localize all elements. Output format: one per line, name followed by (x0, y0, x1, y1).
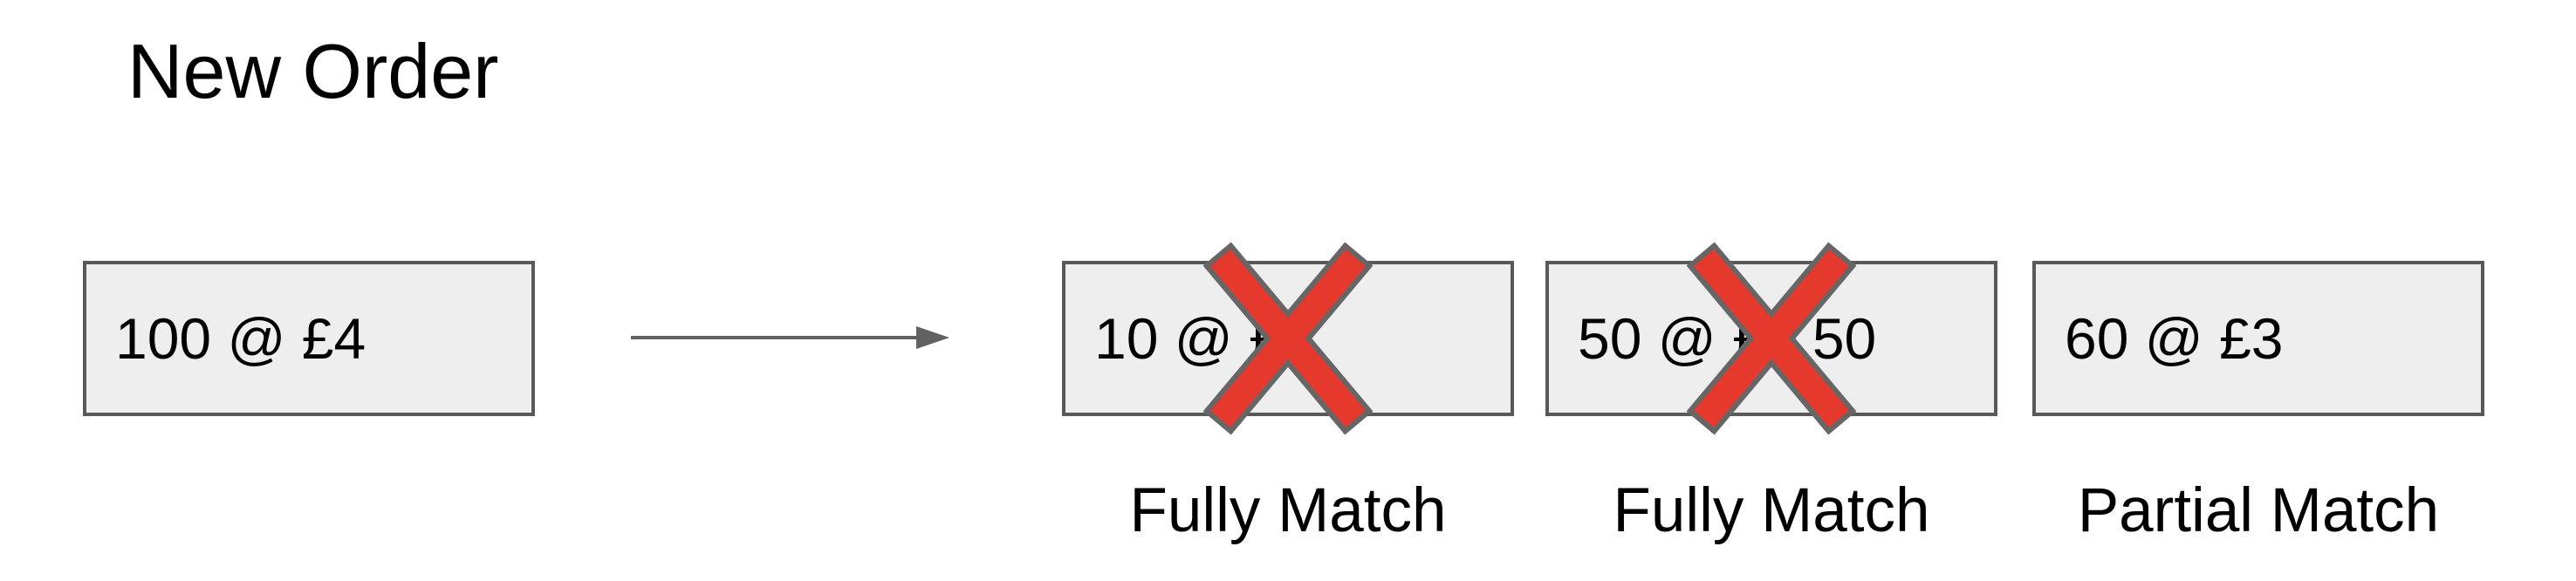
matched-order-box-2: 50 @ £3.50 (1545, 261, 1997, 416)
matched-order-box-1: 10 @ £4 (1062, 261, 1514, 416)
match-status-label-1: Fully Match (1129, 476, 1447, 545)
new-order-label: 100 @ £4 (115, 306, 367, 371)
matched-order-label-3: 60 @ £3 (2065, 306, 2284, 371)
match-status-label-2: Fully Match (1613, 476, 1930, 545)
matched-order-label-2: 50 @ £3.50 (1578, 306, 1877, 371)
diagram-title: New Order (127, 28, 499, 114)
matched-order-box-3: 60 @ £3 (2032, 261, 2484, 416)
match-status-label-3: Partial Match (2077, 476, 2440, 545)
arrow-right-icon (631, 326, 949, 349)
new-order-box: 100 @ £4 (83, 261, 535, 416)
matched-order-label-1: 10 @ £4 (1094, 306, 1313, 371)
